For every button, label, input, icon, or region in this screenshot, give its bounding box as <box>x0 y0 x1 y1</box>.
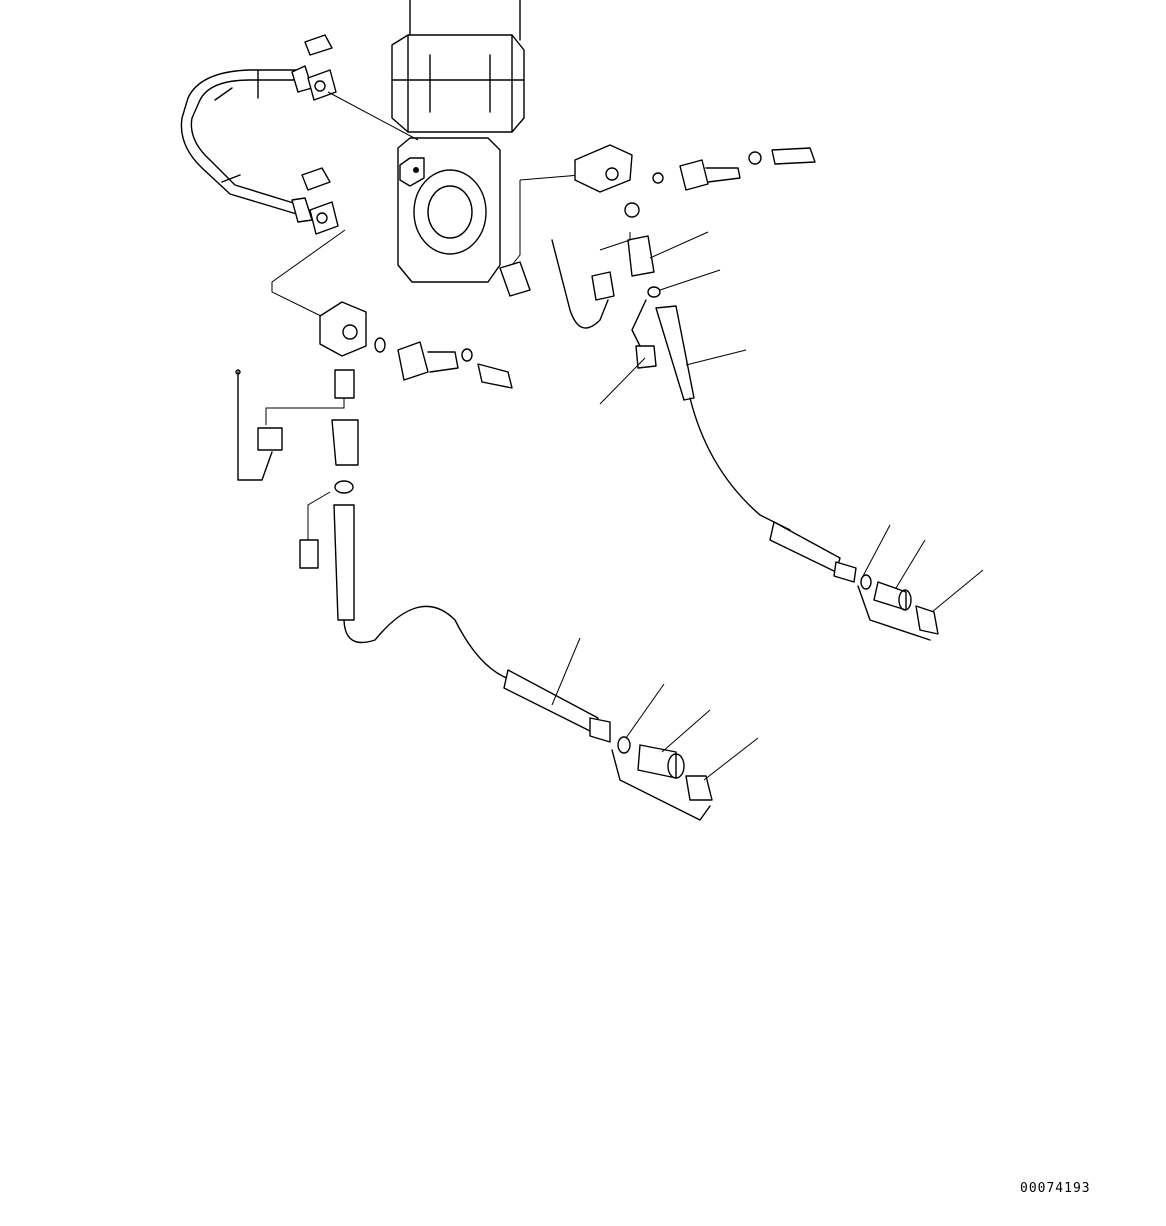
right-block-fittings <box>499 144 816 329</box>
leader-lines <box>551 231 984 781</box>
hydraulic-cylinder <box>391 0 525 283</box>
document-number: 00074193 <box>1020 1181 1091 1196</box>
upper-hose-assembly <box>180 34 419 235</box>
left-block-fittings <box>235 229 513 494</box>
left-hose <box>299 491 713 821</box>
right-hose <box>631 299 939 641</box>
